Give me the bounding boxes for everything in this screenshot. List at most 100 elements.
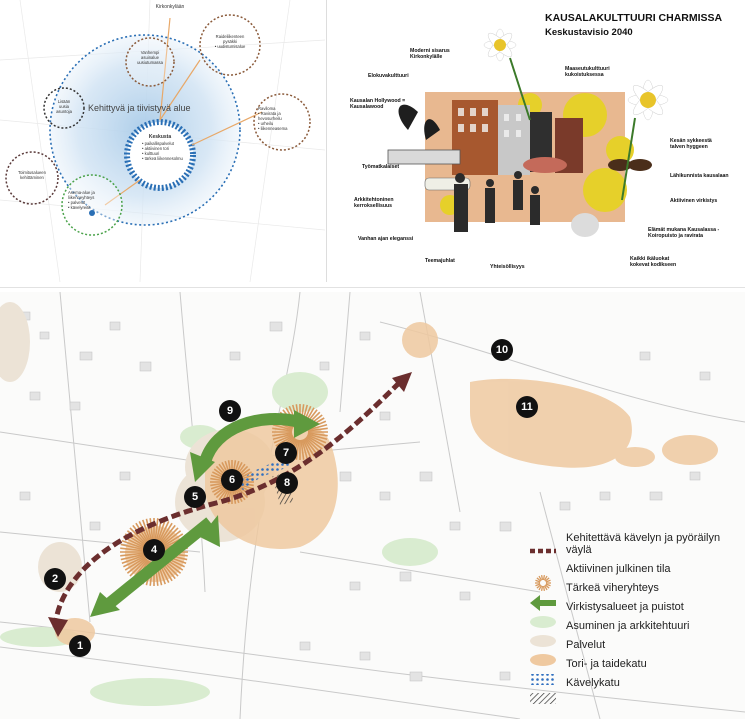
sunburst-ray: [120, 553, 145, 561]
label-vanhan: Vanhan ajan eleganssi: [358, 236, 414, 242]
marker-6: 6: [221, 469, 243, 491]
legend-item-services: Palvelut: [566, 639, 606, 651]
label-kesan: Kesän sykkeestä talven hyggeen: [670, 138, 712, 150]
sunburst-ray: [272, 432, 293, 437]
sunburst-ray: [162, 533, 184, 548]
sunburst-ray: [121, 554, 145, 564]
sunburst-ray: [237, 487, 249, 499]
sunburst-ray: [303, 438, 315, 457]
map-svg: [0, 292, 745, 719]
label-moderni: Moderni sisarus Kirkonkylälle: [410, 48, 450, 60]
legend-item-active-space: Aktiivinen julkinen tila: [566, 563, 671, 575]
parks: [0, 372, 438, 706]
marker-1: 1: [69, 635, 91, 657]
legend-item-route: Kehitettävä kävelyn ja pyöräilyn väylä: [566, 532, 721, 556]
sunburst-ray: [157, 521, 170, 544]
sunburst-ray: [120, 543, 145, 551]
sunburst-ray: [126, 557, 147, 574]
label-aktiivinen: Aktiivinen virkistys: [670, 198, 718, 204]
sunburst-ray: [272, 423, 293, 431]
map-legend: Kehitettävä kävelyn ja pyöräilyn väylä A…: [530, 532, 740, 696]
legend-symbols: [530, 548, 556, 704]
center-items: • paikallispalvelut • aktiivinen tori • …: [142, 141, 192, 161]
sunburst-ray: [218, 488, 228, 501]
sunburst-ray: [305, 437, 321, 453]
marker-4: 4: [143, 539, 165, 561]
collage-subtitle: Keskustavisio 2040: [545, 27, 633, 38]
sunburst-ray: [538, 585, 543, 591]
sunburst-ray: [535, 583, 541, 587]
sunburst-ray: [544, 584, 550, 589]
sunburst-ray: [536, 577, 542, 582]
sunburst-ray: [542, 575, 546, 581]
horses: [608, 159, 652, 171]
route-arrow-tail: [48, 617, 68, 637]
sunburst-ray: [543, 575, 548, 581]
sunburst-ray: [545, 583, 551, 587]
marker-10: 10: [491, 339, 513, 361]
sunburst-ray: [142, 519, 152, 543]
sunburst-ray: [302, 439, 312, 459]
connection-arrows: [104, 17, 263, 206]
ring-right-label: Raviloma • Ravirata ja hevosurheilu • ur…: [258, 106, 288, 131]
dog: [571, 213, 599, 237]
sunburst-ray: [300, 439, 305, 460]
ring-lower-left: [61, 174, 123, 236]
center-item: • paikallispalvelut: [142, 141, 174, 146]
concept-diagram-svg: [0, 0, 325, 282]
masterplan-map: 1 2 4 5 6 7 8 9 10 11 Kehitettävä kävely…: [0, 292, 745, 719]
people: [454, 171, 540, 232]
legend-item-pedestrian: Kävelykatu: [566, 677, 620, 689]
station-dot: [89, 210, 95, 216]
center-title: Keskusta: [148, 134, 172, 140]
green-connections: [90, 410, 320, 617]
center-item: • tärkeä liikennesolmu: [142, 156, 183, 161]
sunburst-ray: [123, 555, 146, 568]
sunburst-ray: [305, 436, 323, 450]
ring-upper-right: [199, 14, 261, 76]
sunburst-ray: [161, 530, 182, 547]
route-arrow-head: [392, 372, 412, 392]
sunburst-ray: [545, 579, 551, 583]
sunburst-ray: [120, 552, 145, 557]
marker-9: 9: [219, 400, 241, 422]
sunburst-ray: [120, 547, 145, 552]
collage-image: [387, 28, 669, 237]
sunburst-ray: [158, 522, 173, 544]
building-footprints: [19, 311, 711, 682]
panel-divider-vertical: [326, 0, 327, 282]
label-lahikunnista: Lähikunnista kausalaan: [670, 173, 729, 179]
sunburst-ray: [132, 524, 149, 545]
feather-left: [398, 104, 418, 130]
marker-7: 7: [275, 442, 297, 464]
label-maaseutu: Maaseutukulttuuri kukoistuksessa: [565, 66, 610, 78]
sunburst-ray: [154, 518, 159, 543]
market-basket: [523, 157, 567, 173]
diagram-main-label: Kehittyvä ja tiivistyvä alue: [88, 103, 191, 113]
sunburst-ray: [160, 527, 179, 546]
ring-upper-center: [125, 37, 175, 87]
label-arkkitehtoninen: Arkkitehtoninen kerroksellisuus: [354, 197, 394, 209]
sunburst-ray: [306, 435, 325, 447]
marker-8: 8: [276, 472, 298, 494]
sunburst-ray: [307, 433, 328, 441]
tram: [387, 149, 461, 165]
sunburst-ray: [543, 585, 548, 591]
sunburst-ray: [121, 540, 145, 550]
ring-left-label: Lisään uusia asuntoja: [56, 99, 72, 114]
legend-item-green: Tärkeä viheryhteys: [566, 582, 659, 594]
concept-diagram: Kirkonkylään Kehittyvä ja tiivistyvä alu…: [0, 0, 325, 282]
center-item: • aktiivinen tori: [142, 146, 170, 151]
sunburst-ray: [307, 434, 327, 444]
sunburst-ray: [538, 575, 543, 581]
label-teemajuhlat: Teemajuhlat: [425, 258, 455, 264]
label-elokuva: Elokuvakulttuuri: [368, 73, 409, 79]
sunburst-ray: [273, 434, 293, 444]
collage-title: KAUSALAKULTTUURI CHARMISSA: [545, 12, 723, 24]
diagram-top-label: Kirkonkylään: [155, 4, 185, 10]
sunburst-ray: [536, 584, 542, 589]
sunburst-ray: [307, 432, 328, 437]
sunburst-ray: [307, 427, 328, 432]
sunburst-ray: [301, 439, 309, 460]
sunburst-ray: [540, 585, 544, 591]
